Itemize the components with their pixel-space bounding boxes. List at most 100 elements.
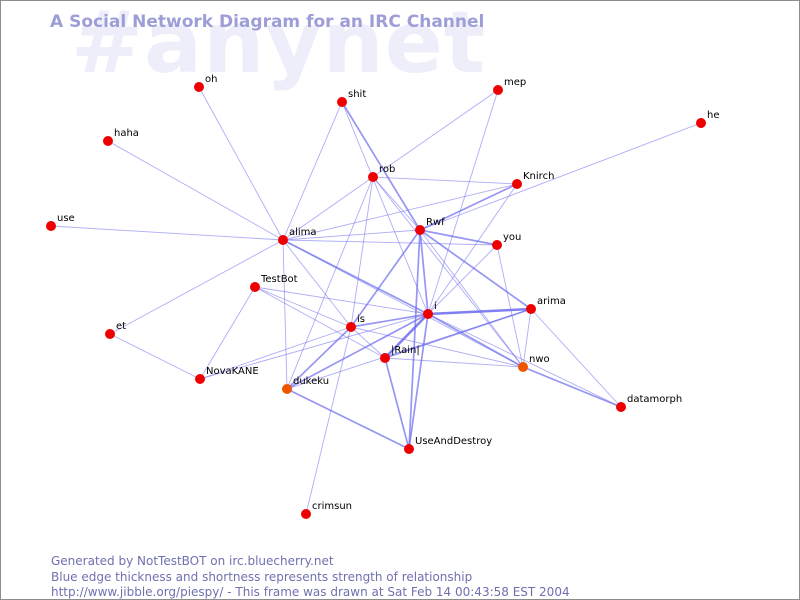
node-label-UseAndDestroy: UseAndDestroy — [415, 436, 492, 447]
node-label-rob: rob — [379, 164, 395, 175]
node-label-crimsun: crimsun — [312, 501, 352, 512]
edge-i-UseAndDestroy — [408, 313, 429, 450]
edge-TestBot-is — [254, 286, 352, 328]
edge-Knirch-rob — [372, 176, 518, 185]
edge-Rain-nwo — [384, 357, 524, 368]
node-label-et: et — [116, 321, 126, 332]
edge-alima-dukeku — [282, 239, 288, 390]
edge-you-nwo — [496, 244, 524, 368]
edge-NovaKANE-i — [199, 313, 429, 380]
edge-shit-alima — [282, 101, 343, 241]
node-label-you: you — [503, 232, 521, 243]
node-arima[interactable] — [526, 304, 536, 314]
node-he[interactable] — [696, 118, 706, 128]
edge-alima-Rwf — [282, 229, 421, 241]
node-label-oh: oh — [205, 74, 217, 85]
node-alima[interactable] — [278, 235, 288, 245]
node-label-Rwf: Rwf — [426, 217, 445, 228]
node-label-Knirch: Knirch — [523, 171, 554, 182]
edge-et-NovaKANE — [109, 333, 201, 380]
edge-TestBot-i — [254, 286, 429, 315]
node-label-arima: arima — [537, 296, 566, 307]
node-rob[interactable] — [368, 172, 378, 182]
node-datamorph[interactable] — [616, 402, 626, 412]
edge-Rain-UseAndDestroy — [384, 357, 410, 450]
edge-Rwf-arima — [419, 229, 532, 310]
edge-alima-is — [282, 239, 352, 328]
edge-is-dukeku — [286, 326, 352, 390]
node-is[interactable] — [346, 322, 356, 332]
edge-shit-Rwf — [341, 101, 421, 231]
edge-dukeku-UseAndDestroy — [286, 388, 410, 450]
edge-Rwf-you — [419, 229, 498, 246]
edge-mep-i — [427, 89, 499, 315]
node-label-nwo: nwo — [529, 354, 550, 365]
edge-alima-you — [282, 239, 498, 246]
edge-i-datamorph — [427, 313, 622, 408]
edge-nwo-datamorph — [522, 366, 622, 408]
node-label-haha: haha — [114, 128, 139, 139]
node-you[interactable] — [492, 240, 502, 250]
edge-i-Rain — [384, 313, 429, 359]
channel-watermark: #anynet — [71, 0, 487, 93]
node-nwo[interactable] — [518, 362, 528, 372]
node-NovaKANE[interactable] — [195, 374, 205, 384]
node-label-datamorph: datamorph — [627, 394, 682, 405]
node-label-TestBot: TestBot — [260, 274, 298, 285]
node-use[interactable] — [46, 221, 56, 231]
node-crimsun[interactable] — [301, 509, 311, 519]
edge-oh-alima — [198, 86, 284, 241]
node-et[interactable] — [105, 329, 115, 339]
footer-legend-note: Blue edge thickness and shortness repres… — [51, 570, 473, 584]
node-mep[interactable] — [493, 85, 503, 95]
edge-shit-i — [341, 101, 429, 315]
edge-alima-et — [109, 239, 284, 335]
edge-arima-datamorph — [530, 308, 622, 408]
edge-Knirch-Rwf — [419, 183, 518, 231]
footer-source-timestamp: http://www.jibble.org/piespy/ - This fra… — [51, 585, 570, 599]
node-Knirch[interactable] — [512, 179, 522, 189]
edge-i-is — [350, 313, 429, 328]
edge-TestBot-Rain — [254, 286, 386, 359]
edge-is-Rain — [350, 326, 386, 359]
node-Rwf[interactable] — [415, 225, 425, 235]
node-shit[interactable] — [337, 97, 347, 107]
node-label-use: use — [57, 213, 75, 224]
edge-rob-alima — [282, 176, 374, 241]
edge-dukeku-arima — [286, 308, 532, 390]
node-Rain[interactable] — [380, 353, 390, 363]
edge-i-dukeku — [286, 313, 429, 390]
footer-generated-by: Generated by NotTestBOT on irc.bluecherr… — [51, 554, 334, 568]
edge-TestBot-NovaKANE — [199, 286, 256, 380]
edge-Rwf-nwo — [419, 229, 524, 368]
edge-Rwf-i — [419, 229, 429, 315]
node-label-he: he — [707, 110, 720, 121]
node-oh[interactable] — [194, 82, 204, 92]
node-label-Rain: |Rain| — [391, 345, 420, 356]
edge-use-alima — [50, 225, 284, 241]
node-label-i: i — [434, 301, 437, 312]
node-UseAndDestroy[interactable] — [404, 444, 414, 454]
edge-rob-is — [350, 176, 374, 328]
node-haha[interactable] — [103, 136, 113, 146]
edge-alima-nwo — [282, 239, 524, 368]
edge-you-i — [427, 244, 498, 315]
edge-is-nwo — [350, 326, 524, 368]
node-label-dukeku: dukeku — [293, 376, 329, 387]
node-dukeku[interactable] — [282, 384, 292, 394]
node-label-mep: mep — [504, 77, 526, 88]
edge-he-Rwf — [419, 122, 702, 231]
node-label-NovaKANE: NovaKANE — [206, 366, 259, 377]
edge-rob-nwo — [372, 176, 524, 368]
node-label-alima: alima — [289, 227, 317, 238]
edge-is-NovaKANE — [199, 326, 352, 380]
node-label-is: is — [357, 314, 365, 325]
edge-Rwf-UseAndDestroy — [408, 229, 421, 450]
edge-Rwf-is — [350, 229, 421, 328]
node-label-shit: shit — [348, 89, 366, 100]
node-i[interactable] — [423, 309, 433, 319]
node-TestBot[interactable] — [250, 282, 260, 292]
edge-rob-Rwf — [372, 176, 421, 231]
